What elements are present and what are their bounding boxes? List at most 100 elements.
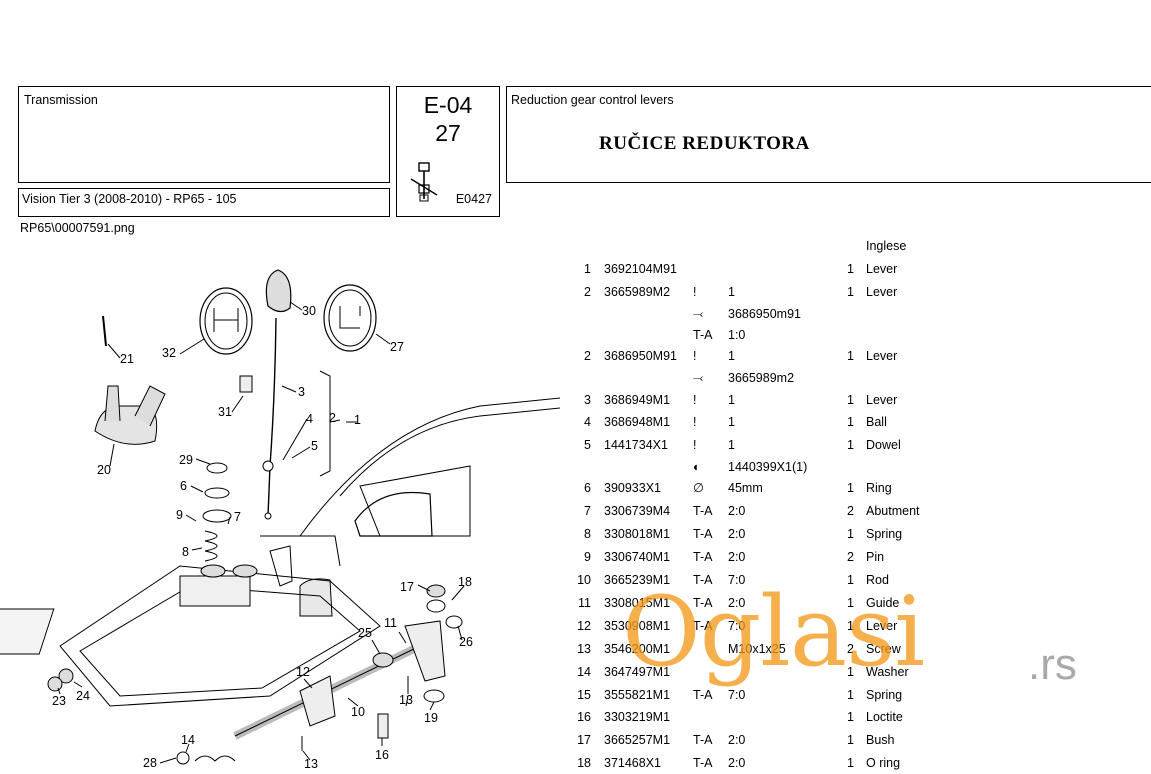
part-value: 3686950m91 (728, 307, 801, 321)
description-box: Reduction gear control levers RUČICE RED… (506, 86, 1151, 183)
part-quantity: 1 (847, 438, 854, 452)
part-quantity: 1 (847, 619, 854, 633)
part-value: 2:0 (728, 733, 746, 747)
part-position: 1 (584, 262, 591, 276)
exploded-diagram: 1 2 3 4 5 6 7 8 9 10 11 12 13 13 14 16 1… (0, 269, 560, 771)
part-description: Screw (866, 642, 901, 656)
part-quantity: 1 (847, 665, 854, 679)
part-quantity: 1 (847, 415, 854, 429)
part-quantity: 1 (847, 262, 854, 276)
callout-5: 5 (311, 439, 318, 453)
part-symbol: ⤙ (693, 307, 704, 321)
part-symbol: ⤙ (693, 371, 704, 385)
part-value: 2:0 (728, 550, 746, 564)
part-description: Washer (866, 665, 909, 679)
part-symbol: ! (693, 349, 697, 363)
part-value: 2:0 (728, 527, 746, 541)
callout-13a: 13 (399, 693, 413, 707)
part-symbol: ! (693, 285, 697, 299)
part-symbol: ◐ (693, 460, 701, 474)
part-position: 15 (577, 688, 591, 702)
part-description: Lever (866, 349, 898, 363)
image-path: RP65\00007591.png (20, 221, 135, 235)
part-position: 10 (577, 573, 591, 587)
description-local: RUČICE REDUKTORA (599, 133, 810, 154)
part-quantity: 2 (847, 550, 854, 564)
part-symbol: ! (693, 415, 697, 429)
part-value: 1 (728, 438, 735, 452)
part-position: 2 (584, 349, 591, 363)
callout-27: 27 (390, 340, 404, 354)
callout-12: 12 (296, 665, 310, 679)
part-number: 3303219M1 (604, 710, 671, 724)
model-title: Vision Tier 3 (2008-2010) - RP65 - 105 (22, 192, 237, 206)
callout-13b: 13 (304, 757, 318, 771)
part-quantity: 1 (847, 710, 854, 724)
callout-26: 26 (459, 635, 473, 649)
part-description: Dowel (866, 438, 901, 452)
part-position: 2 (584, 285, 591, 299)
part-description: Guide (866, 596, 900, 610)
callout-21: 21 (120, 352, 134, 366)
part-position: 14 (577, 665, 591, 679)
part-symbol: T-A (693, 573, 713, 587)
page-number: 27 (435, 120, 461, 146)
part-value: 1440399X1(1) (728, 460, 808, 474)
parts-row: ⤙3665989m2 (560, 367, 1151, 389)
callout-20: 20 (97, 463, 111, 477)
part-number: 3686949M1 (604, 393, 671, 407)
part-symbol: ∅ (693, 481, 704, 495)
part-quantity: 1 (847, 393, 854, 407)
part-description: Spring (866, 688, 903, 702)
part-number: 3306739M4 (604, 504, 671, 518)
part-value: M10x1x25 (728, 642, 786, 656)
callout-1: 1 (354, 413, 361, 427)
callout-11: 11 (384, 616, 397, 630)
callout-29: 29 (179, 453, 193, 467)
part-value: 1 (728, 349, 735, 363)
parts-row: ◐ 1440399X1(1) (560, 456, 1151, 478)
callout-3: 3 (298, 385, 305, 399)
part-value: 7:0 (728, 573, 746, 587)
part-value: 7:0 (728, 619, 746, 633)
section-box: Transmission (18, 86, 390, 183)
part-quantity: 1 (847, 688, 854, 702)
part-number: 390933X1 (604, 481, 662, 495)
part-description: Lever (866, 262, 898, 276)
part-value: 45mm (728, 481, 763, 495)
part-description: Lever (866, 393, 898, 407)
part-number: 3308018M1 (604, 527, 671, 541)
part-position: 16 (577, 710, 591, 724)
part-description: Lever (866, 285, 898, 299)
callout-8: 8 (182, 545, 189, 559)
part-number: 3686948M1 (604, 415, 671, 429)
callout-7: 7 (234, 510, 241, 524)
part-position: 8 (584, 527, 591, 541)
part-position: 13 (577, 642, 591, 656)
part-number: 3546200M1 (604, 642, 671, 656)
callout-30: 30 (302, 304, 316, 318)
part-number: 3308015M1 (604, 596, 671, 610)
part-position: 18 (577, 756, 591, 770)
callout-16: 16 (375, 748, 389, 762)
description-english: Reduction gear control levers (511, 93, 674, 107)
part-symbol: ! (693, 393, 697, 407)
part-description: Ring (866, 481, 892, 495)
group-code: E-04 (423, 92, 473, 118)
part-position: 17 (577, 733, 591, 747)
part-description: Spring (866, 527, 903, 541)
part-position: 11 (578, 596, 591, 610)
part-symbol: T-A (693, 733, 713, 747)
